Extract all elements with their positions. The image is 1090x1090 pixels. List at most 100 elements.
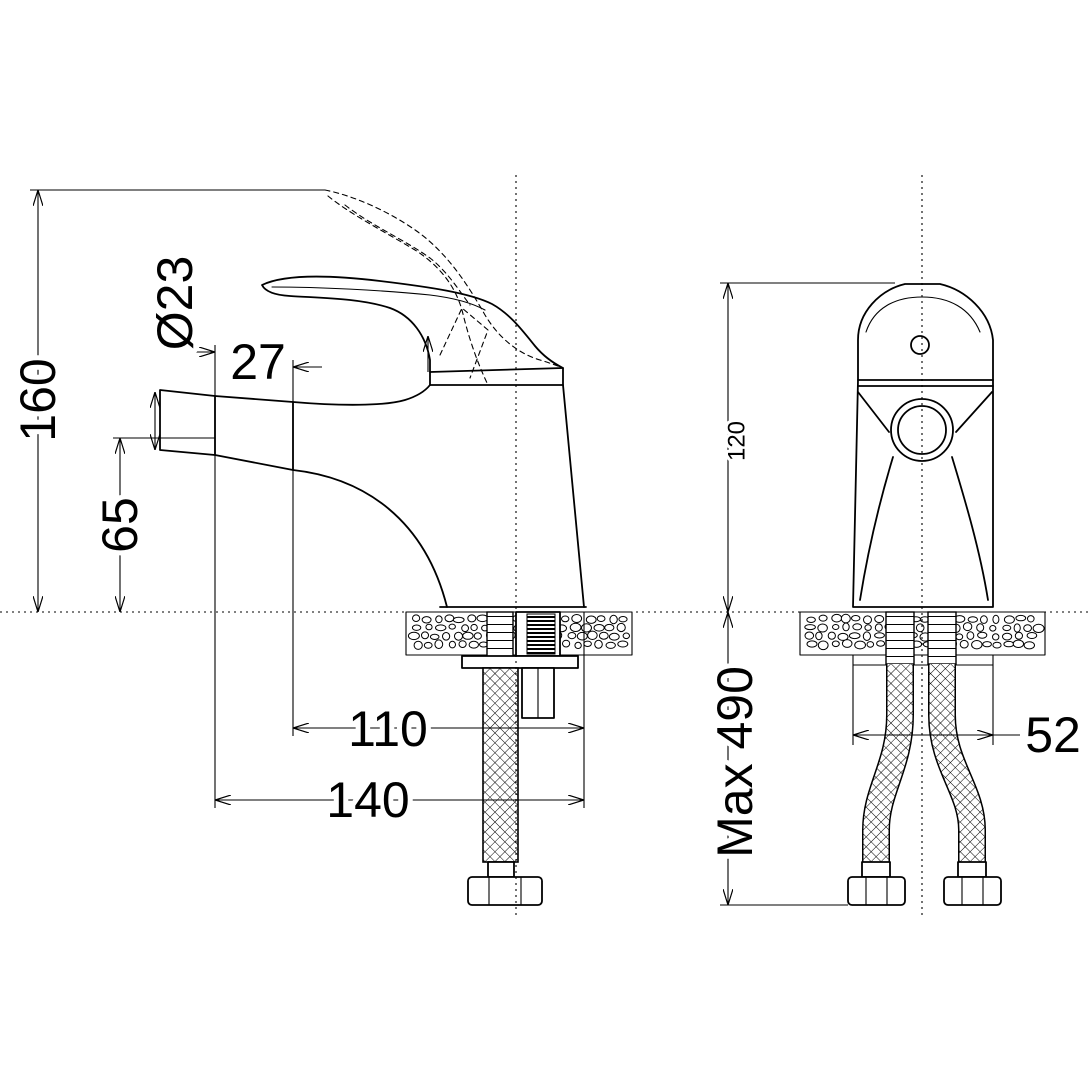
countertop-stone	[622, 632, 630, 640]
lever-raised-base	[439, 307, 489, 379]
countertop-stone	[959, 639, 969, 649]
countertop-stone	[840, 613, 851, 624]
countertop-stone	[429, 633, 440, 641]
countertop-stone	[411, 624, 422, 631]
hose-front-left	[863, 664, 913, 862]
dim-label-65: 65	[92, 497, 148, 553]
threaded-stem-thread	[526, 613, 556, 655]
countertop-stone	[989, 625, 997, 632]
countertop-stone	[609, 614, 618, 625]
hose-nut-front-left	[847, 876, 906, 906]
countertop-stone	[576, 631, 588, 641]
countertop-stone	[1003, 640, 1015, 648]
spout-aerator	[159, 389, 216, 456]
lever-raised-inner	[327, 195, 489, 386]
mounting-plate-side	[461, 655, 579, 669]
countertop-stone	[468, 640, 479, 649]
front-view-dimensions: 120 Max 490 52	[702, 282, 1086, 906]
countertop-stone	[569, 622, 582, 633]
countertop-stone	[862, 631, 872, 642]
dim-label-diameter: Ø23	[147, 256, 203, 351]
handle-screw-hole	[910, 335, 930, 355]
countertop-stone	[593, 624, 605, 632]
countertop-stone	[866, 641, 875, 648]
spout-neck-right	[955, 391, 993, 433]
body-front-curve-right	[951, 456, 989, 601]
countertop-stone	[815, 631, 823, 641]
countertop-stone	[618, 616, 628, 623]
countertop-stone	[966, 631, 975, 640]
countertop-stone	[1012, 639, 1025, 648]
countertop-stone	[1002, 624, 1012, 632]
countertop-stone	[992, 633, 1000, 641]
countertop-stone	[1003, 615, 1015, 624]
countertop-stone	[467, 614, 477, 623]
countertop-stone	[587, 630, 598, 640]
countertop-stone	[962, 622, 973, 632]
countertop-stone	[561, 615, 570, 623]
countertop-stone	[448, 623, 456, 630]
countertop-stone	[574, 641, 582, 650]
hose-nut-side	[467, 876, 543, 906]
countertop-stone	[1002, 632, 1013, 641]
spout-outlet-inner	[897, 405, 947, 455]
hose-end-fitting-side	[487, 861, 515, 878]
countertop-stone	[967, 616, 978, 623]
countertop-stone	[461, 624, 470, 633]
countertop-stone	[854, 640, 866, 650]
countertop-stone	[817, 640, 829, 651]
countertop-stone	[407, 631, 420, 641]
countertop-stone	[864, 624, 872, 631]
countertop-stone	[915, 623, 925, 633]
body-front-outline	[852, 379, 994, 608]
countertop-stone	[955, 633, 964, 641]
countertop-stone	[448, 640, 456, 649]
hose-fitting-front-left	[885, 611, 915, 665]
countertop-stone	[971, 640, 983, 650]
countertop-stone	[598, 631, 609, 640]
countertop-stone	[977, 631, 988, 639]
countertop-stone	[454, 631, 463, 641]
countertop-stone	[434, 639, 444, 650]
countertop-stone	[863, 615, 872, 625]
countertop-stone	[980, 615, 988, 624]
handle-cap-front	[857, 283, 994, 381]
countertop-stone	[874, 615, 885, 623]
countertop-stone	[412, 614, 421, 623]
countertop-stone	[444, 614, 455, 623]
countertop-stone	[583, 640, 592, 647]
countertop-stone	[1023, 624, 1032, 632]
lever-highlight	[271, 286, 486, 311]
countertop-stone	[562, 639, 571, 648]
countertop-stone	[992, 614, 1000, 625]
countertop-stone	[425, 623, 433, 631]
body-front-curve-left	[859, 456, 894, 601]
countertop-stone	[804, 631, 815, 640]
countertop-stone	[852, 623, 863, 631]
countertop-stone	[442, 632, 451, 641]
lever-raised-outline	[324, 189, 564, 369]
countertop-stone	[827, 631, 836, 640]
countertop-stone	[874, 623, 883, 632]
countertop-stone	[423, 641, 433, 649]
dim-label-110: 110	[348, 701, 428, 757]
countertop-stone	[874, 632, 885, 639]
countertop-stone	[806, 616, 816, 623]
countertop-stone	[608, 632, 620, 641]
countertop-stone	[596, 615, 606, 622]
countertop-stone	[616, 622, 626, 633]
dim-label-max-490: Max 490	[707, 666, 763, 858]
countertop-stone	[421, 616, 432, 624]
hose-side	[482, 667, 519, 863]
lever-raised-lower	[344, 204, 471, 306]
countertop-stone	[567, 632, 577, 640]
hose-end-fitting-front-right	[957, 861, 987, 878]
countertop-stone	[421, 631, 429, 640]
countertop-stone	[1013, 623, 1021, 633]
dim-label-120: 120	[724, 421, 751, 461]
countertop-stone	[817, 623, 828, 633]
countertop-stone	[571, 614, 583, 623]
countertop-stone	[804, 624, 816, 631]
countertop-stone	[458, 640, 467, 648]
countertop-stone	[982, 641, 992, 648]
